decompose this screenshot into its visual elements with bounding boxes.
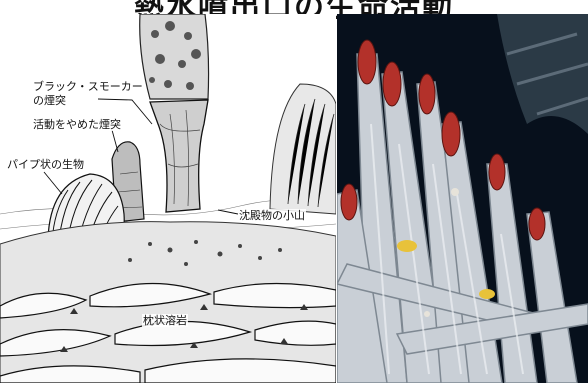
vent-drawing xyxy=(0,14,336,383)
label-pillow-lava: 枕状溶岩 xyxy=(142,314,188,327)
tube-worm-photo-art xyxy=(337,14,588,383)
label-black-smoker-line1: ブラック・スモーカー xyxy=(32,80,144,93)
tube-worm-photo xyxy=(337,14,588,383)
label-black-smoker-line2: の煙突 xyxy=(32,94,67,107)
vent-illustration: ブラック・スモーカー の煙突 活動をやめた煙突 パイプ状の生物 沈殿物の小山 枕… xyxy=(0,14,336,383)
label-inactive-chimney: 活動をやめた煙突 xyxy=(32,118,122,131)
label-tube-worms: パイプ状の生物 xyxy=(6,158,85,171)
label-sediment-mound: 沈殿物の小山 xyxy=(238,209,306,222)
